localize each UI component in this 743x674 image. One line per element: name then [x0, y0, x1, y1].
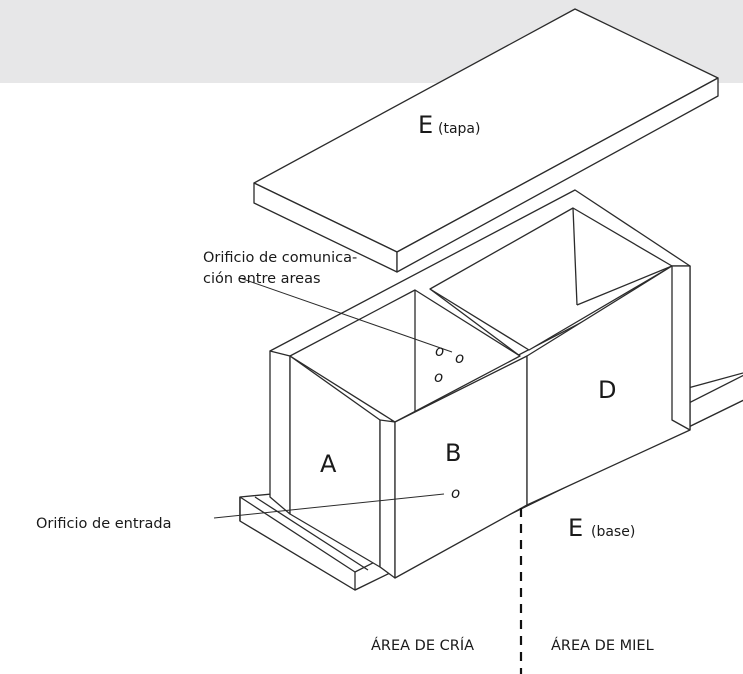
comm-hole-label-line2: ción entre areas	[203, 271, 321, 287]
comm-hole-label-line1: Orificio de comunica-	[203, 250, 357, 266]
base-letter: E	[568, 514, 583, 542]
lid	[253, 8, 719, 273]
panel-a-label: A	[320, 450, 337, 478]
lid-letter: E	[418, 111, 433, 139]
comm-hole-mark: o	[455, 349, 464, 367]
comm-hole-mark: o	[434, 368, 443, 386]
panel-b-label: B	[445, 439, 461, 467]
panel-d-label: D	[598, 376, 616, 404]
entrance-hole-leader	[213, 493, 445, 519]
panel-d	[526, 265, 691, 506]
entrance-hole-mark: o	[451, 484, 460, 502]
brood-area-label: ÁREA DE CRÍA	[371, 637, 474, 654]
base-note: (base)	[591, 524, 635, 540]
entrance-hole-label: Orificio de entrada	[36, 516, 171, 532]
panel-b	[379, 355, 528, 579]
honey-area-label: ÁREA DE MIEL	[551, 637, 654, 654]
comm-hole-mark: o	[435, 342, 444, 360]
comm-hole-leader	[239, 277, 453, 353]
lid-note: (tapa)	[438, 121, 480, 137]
